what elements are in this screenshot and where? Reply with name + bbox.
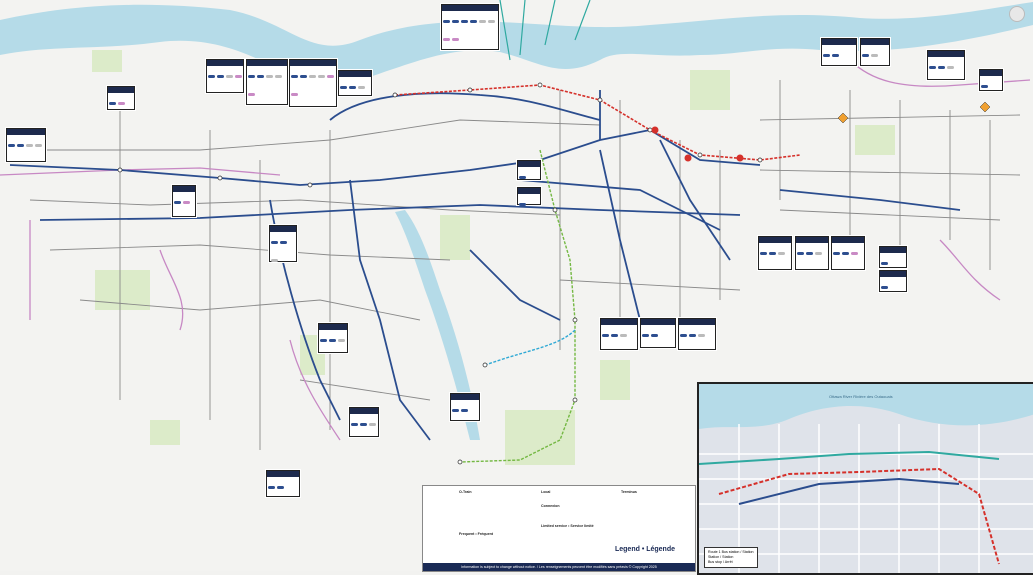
stations xyxy=(117,82,763,465)
map-control-icon[interactable] xyxy=(1009,6,1025,22)
o-train-markers xyxy=(651,101,991,162)
route-box-20[interactable] xyxy=(879,270,907,292)
route-box-26[interactable] xyxy=(517,187,541,206)
route-box-17[interactable] xyxy=(795,236,829,270)
legend-connexion-title: Connexion xyxy=(541,504,560,508)
legend-title: Legend • Légende xyxy=(614,546,675,553)
legend-terminus-title: Terminus xyxy=(621,490,637,494)
o-train-line-4 xyxy=(484,329,576,366)
inset-legend-line-1: Route 1 Bus station / Station xyxy=(708,550,754,554)
limited-routes xyxy=(0,59,1031,441)
route-box-9[interactable] xyxy=(318,323,348,353)
gatineau-routes xyxy=(499,0,591,61)
ottawa-river xyxy=(0,2,1033,87)
route-box-23[interactable] xyxy=(927,50,965,80)
route-box-7[interactable] xyxy=(172,185,196,217)
o-train-line-1 xyxy=(394,84,801,161)
legend-limited-title: Limited service • Service limité xyxy=(541,524,594,528)
route-box-6[interactable] xyxy=(6,128,46,162)
route-box-8[interactable] xyxy=(269,225,297,262)
legend-o-train-title: O-Train xyxy=(459,490,472,494)
inset-map-graphic: Ottawa River Rivière des Outaouais xyxy=(699,384,1033,573)
legend-frequent-title: Frequent • Fréquent xyxy=(459,532,494,536)
map-legend: O-Train Frequent • Fréquent Local Connex… xyxy=(422,485,696,572)
route-box-gatineau[interactable] xyxy=(441,4,499,50)
o-train-line-2 xyxy=(459,149,576,463)
route-box-10[interactable] xyxy=(349,407,379,437)
route-box-15[interactable] xyxy=(678,318,716,350)
route-box-14[interactable] xyxy=(640,318,676,348)
route-box-5[interactable] xyxy=(107,86,135,110)
route-box-12[interactable] xyxy=(450,393,480,421)
inset-legend: Route 1 Bus station / Station Station / … xyxy=(704,547,758,568)
rideau-river xyxy=(395,210,480,440)
route-box-19[interactable] xyxy=(879,246,907,268)
route-box-21[interactable] xyxy=(821,38,857,66)
inset-river-label: Ottawa River Rivière des Outaouais xyxy=(829,394,893,399)
downtown-inset-map[interactable]: Ottawa River Rivière des Outaouais Route… xyxy=(697,382,1033,575)
route-box-3[interactable] xyxy=(289,59,337,107)
inset-legend-line-3: Bus stop / Arrêt xyxy=(708,560,733,564)
local-routes xyxy=(20,80,1021,450)
route-box-13[interactable] xyxy=(600,318,638,350)
route-box-22[interactable] xyxy=(860,38,890,66)
legend-local-title: Local xyxy=(541,490,551,494)
route-box-24[interactable] xyxy=(979,69,1003,91)
legend-disclaimer: Information is subject to change without… xyxy=(423,563,695,571)
route-box-11[interactable] xyxy=(266,470,300,497)
route-box-25[interactable] xyxy=(517,160,541,180)
inset-legend-line-2: Station / Station xyxy=(708,555,734,559)
route-box-4[interactable] xyxy=(338,70,372,96)
route-box-16[interactable] xyxy=(758,236,792,270)
route-box-18[interactable] xyxy=(831,236,865,270)
route-box-2[interactable] xyxy=(246,59,288,105)
route-box-1[interactable] xyxy=(206,59,244,93)
parks xyxy=(92,50,895,465)
